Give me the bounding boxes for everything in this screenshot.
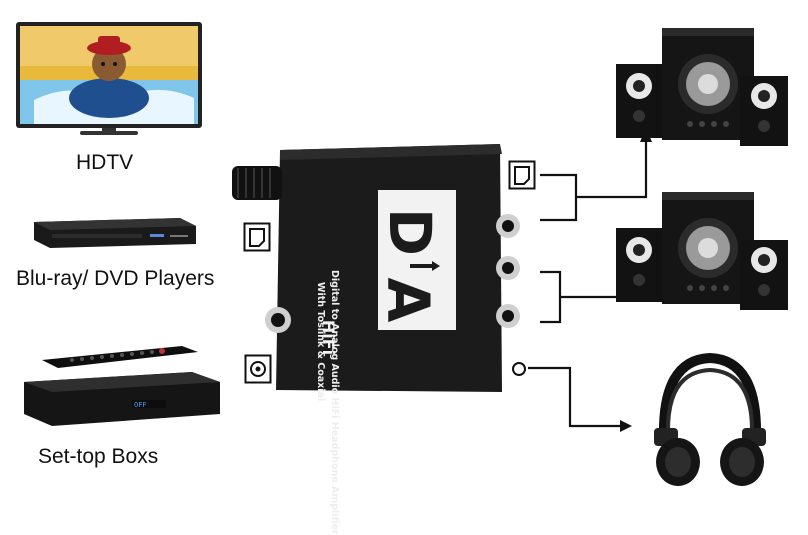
optical-port-icon (508, 160, 536, 190)
speaker-set-top (612, 24, 792, 148)
logo-arrows (408, 259, 442, 275)
headphones-image (650, 350, 770, 490)
hdtv-image (14, 20, 204, 138)
speaker-set-bottom (612, 188, 792, 312)
hdtv-label: HDTV (76, 151, 134, 174)
settop-display: OFF (134, 401, 147, 409)
optical-port-icon (243, 222, 271, 252)
settop-box-image: OFF (22, 342, 222, 430)
coaxial-port-icon (244, 354, 272, 384)
bluray-label: Blu-ray/ DVD Players (16, 267, 215, 290)
dac-device (228, 140, 528, 400)
bluray-player-image (30, 208, 200, 252)
settop-label: Set-top Boxs (38, 445, 159, 468)
headphone-jack-icon (510, 360, 528, 378)
